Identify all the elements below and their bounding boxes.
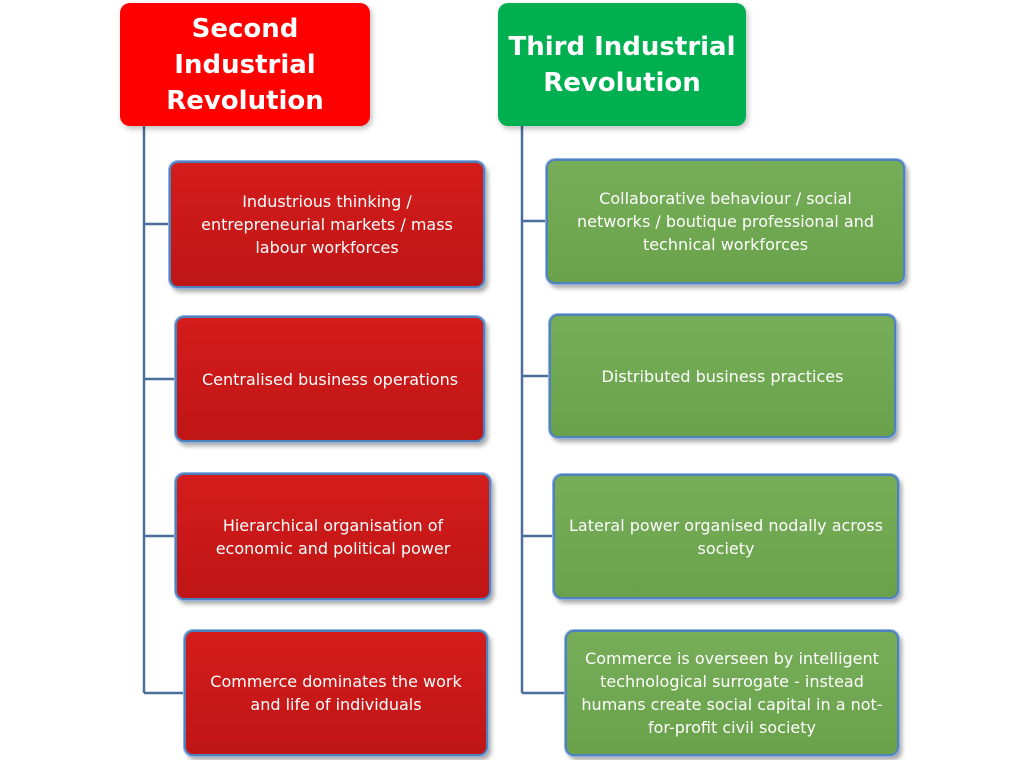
- third-industrial-revolution-header: Third Industrial Revolution: [498, 3, 746, 126]
- third-revolution-item-3: Lateral power organised nodally across s…: [553, 474, 899, 599]
- second-revolution-item-3: Hierarchical organisation of economic an…: [175, 473, 491, 600]
- third-revolution-item-4: Commerce is overseen by intelligent tech…: [565, 630, 899, 756]
- second-revolution-item-4: Commerce dominates the work and life of …: [184, 630, 488, 756]
- third-revolution-item-1: Collaborative behaviour / social network…: [546, 159, 905, 284]
- second-revolution-item-2: Centralised business operations: [175, 316, 485, 442]
- third-revolution-item-2: Distributed business practices: [549, 314, 896, 438]
- second-revolution-item-1: Industrious thinking / entrepreneurial m…: [169, 161, 485, 288]
- second-industrial-revolution-header: Second Industrial Revolution: [120, 3, 370, 126]
